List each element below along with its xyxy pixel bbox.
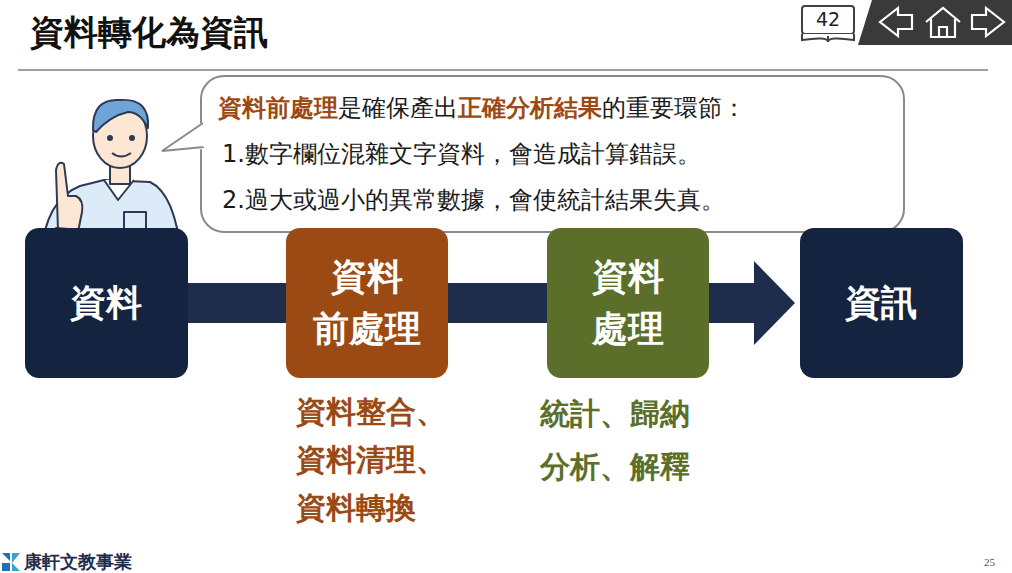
flow-bar [708,283,756,323]
information-box: 資訊 [800,228,963,378]
box-label: 資訊 [822,277,941,329]
flow-arrow [187,303,287,304]
book-icon [802,6,854,42]
process-box: 資料 處理 [547,228,709,378]
slide-title: 資料轉化為資訊 [30,10,268,56]
flow-bar [447,283,548,323]
logo-mark [2,553,20,571]
bubble-text: 的重要環節： [602,94,746,122]
flow-arrow [708,261,795,345]
publisher-name: 康軒文教事業 [24,551,132,573]
flow-arrow [447,303,548,304]
bubble-text: 正確分析結果 [458,94,602,122]
box-label: 資料 [47,277,166,329]
data-box: 資料 [25,228,188,378]
bubble-tail [156,119,216,159]
speech-bubble: 資料前處理是確保產出正確分析結果的重要環節： 1.數字欄位混雜文字資料，會造成計算… [200,75,905,233]
box-label: 資料 前處理 [308,251,427,355]
header-rule [18,69,988,71]
preprocess-box: 資料 前處理 [286,228,448,378]
arrow-head [754,261,795,345]
page-number-badge: 42 [812,8,844,31]
bubble-text: 資料前處理 [218,94,338,122]
flow-bar [187,283,287,323]
step-list: 統計、歸納 分析、解釋 [540,388,699,493]
slide-number: 25 [984,556,995,569]
bubble-text: 是確保產出 [338,94,458,122]
step-list: 資料整合、 資料清理、 資料轉換 [296,388,455,532]
bubble-text: 2.過大或過小的異常數據，會使統計結果失真。 [218,186,725,214]
nav-bar [858,0,1012,45]
box-label: 資料 處理 [569,251,688,355]
bubble-text: 1.數字欄位混雜文字資料，會造成計算錯誤。 [218,140,701,168]
